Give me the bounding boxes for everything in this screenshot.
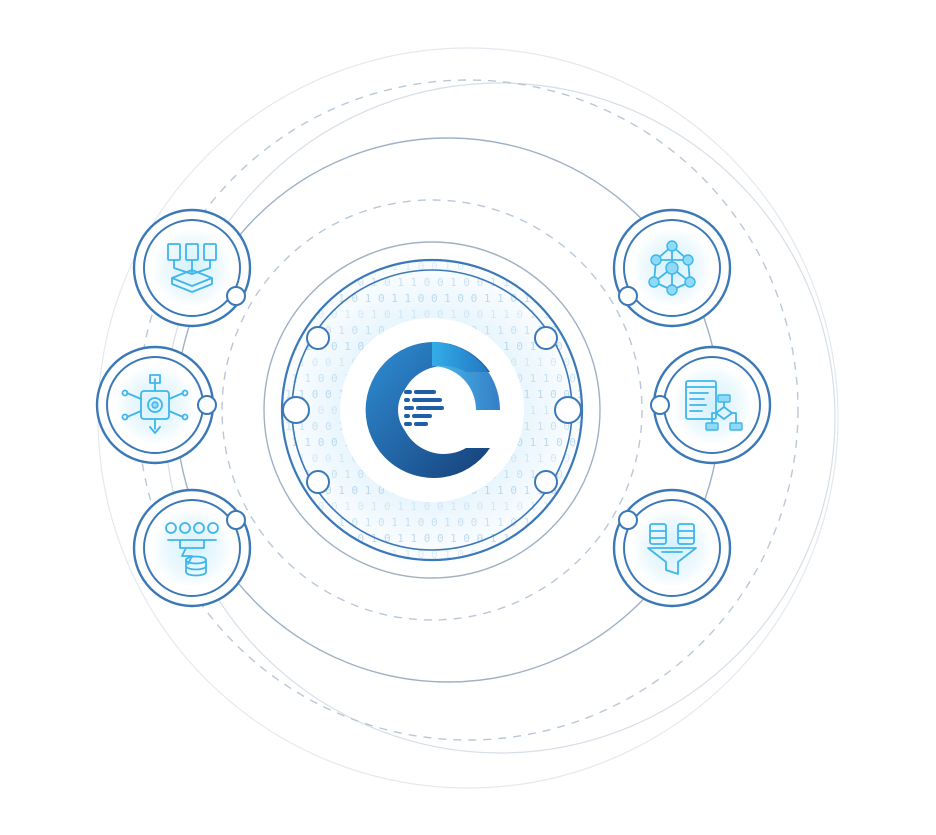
documents-merge-icon <box>167 243 217 293</box>
inner-dashed-ring <box>221 199 643 621</box>
core-notches <box>282 326 582 494</box>
c-brand-logo-icon <box>340 318 524 502</box>
binary-row: 0 1 1 0 0 1 0 1 0 1 1 0 0 1 0 0 1 1 0 1 … <box>272 516 716 529</box>
database-filter-icon <box>647 523 697 575</box>
node-network-graph[interactable] <box>612 208 732 328</box>
binary-row: 0 1 1 0 0 1 0 1 0 1 1 0 0 1 0 0 1 1 0 1 … <box>272 292 716 305</box>
network-graph-icon <box>648 240 696 296</box>
node-people-database[interactable] <box>132 488 252 608</box>
node-flowchart[interactable] <box>650 345 772 465</box>
binary-row: 0 1 1 0 0 1 0 1 0 1 1 0 0 1 0 0 1 1 0 1 … <box>278 500 722 513</box>
node-database-filter[interactable] <box>612 488 732 608</box>
people-database-icon <box>165 522 219 577</box>
binary-row: 0 1 1 0 0 1 0 1 0 1 1 0 0 1 0 0 1 1 0 1 … <box>272 324 716 337</box>
binary-row: 0 1 1 0 0 1 0 1 0 1 1 0 0 1 0 0 1 1 0 1 … <box>278 308 722 321</box>
flowchart-icon <box>685 380 743 431</box>
core-outer-ring <box>263 241 601 579</box>
gear-distribution-icon <box>121 374 189 434</box>
node-documents-merge[interactable] <box>132 208 252 328</box>
node-gear-distribution[interactable] <box>95 345 217 465</box>
